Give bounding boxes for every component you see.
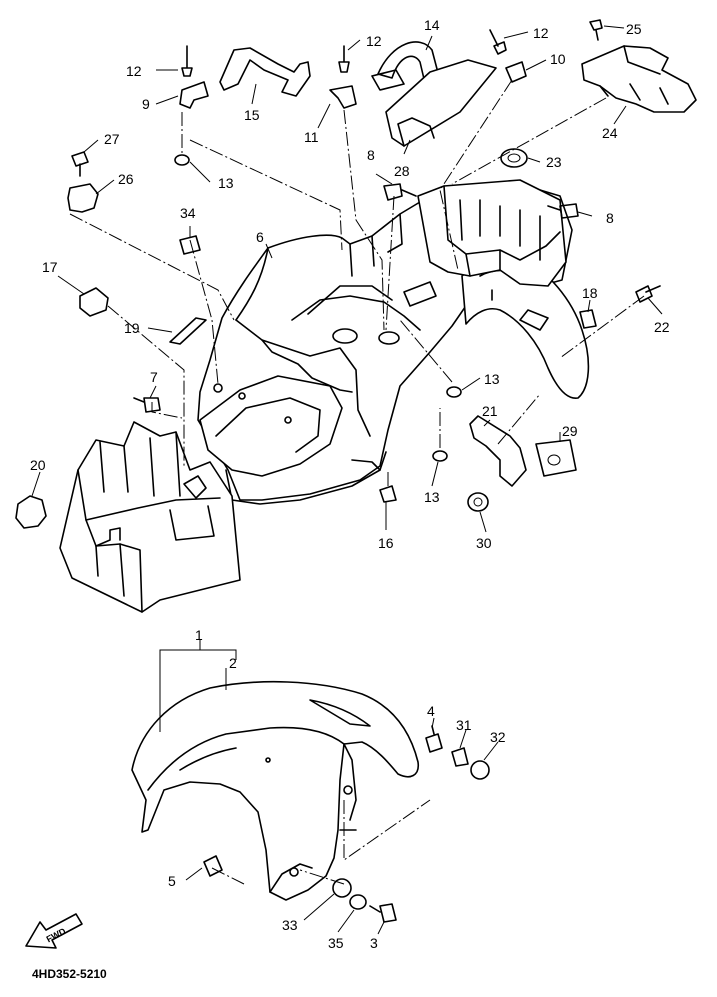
callout-26: 26 <box>118 171 134 187</box>
assembly-lines <box>69 79 645 885</box>
diagram-code: 4HD352-5210 <box>32 967 107 981</box>
callout-32: 32 <box>490 729 506 745</box>
callout-21: 21 <box>482 403 498 419</box>
bolt-8a-icon <box>383 183 417 201</box>
grommet-23 <box>500 148 528 168</box>
callout-12c: 12 <box>533 25 549 41</box>
bolt-4-icon <box>425 725 443 753</box>
grommet-34 <box>179 235 201 255</box>
callout-34: 34 <box>180 205 196 221</box>
collar-31 <box>451 747 469 767</box>
callout-24: 24 <box>602 125 618 141</box>
callout-13b: 13 <box>484 371 500 387</box>
front-fender <box>131 680 420 901</box>
callout-18: 18 <box>582 285 598 301</box>
callout-3: 3 <box>370 935 378 951</box>
bracket-24 <box>581 45 697 113</box>
rivet-12a-icon <box>181 45 193 77</box>
callout-9: 9 <box>142 96 150 112</box>
callout-2: 2 <box>229 655 237 671</box>
callout-17: 17 <box>42 259 58 275</box>
leader-lines <box>31 25 663 935</box>
callout-6: 6 <box>256 229 264 245</box>
callout-12b: 12 <box>366 33 382 49</box>
clamp-20 <box>15 495 47 529</box>
clamp-9 <box>179 81 209 109</box>
rivet-12b-icon <box>338 45 350 73</box>
washer-35 <box>349 894 367 910</box>
fwd-arrow-icon: FWD <box>25 913 83 949</box>
grommet-13a <box>174 154 190 166</box>
rivet-12c-icon <box>489 29 507 55</box>
nut-16 <box>379 485 397 503</box>
callout-13c: 13 <box>424 489 440 505</box>
grommet-13c <box>432 450 448 462</box>
bolt-3-icon <box>369 903 397 923</box>
callout-16: 16 <box>378 535 394 551</box>
bracket-21 <box>469 415 527 487</box>
strip-19 <box>169 317 207 345</box>
callout-28: 28 <box>394 163 410 179</box>
callout-labels: 1 2 3 4 5 6 7 8 8 9 10 11 12 12 12 13 13… <box>30 17 670 951</box>
grommet-18 <box>579 309 597 329</box>
callout-13a: 13 <box>218 175 234 191</box>
strap-15 <box>219 47 311 97</box>
callout-10: 10 <box>550 51 566 67</box>
callout-12a: 12 <box>126 63 142 79</box>
bolt-7-icon <box>133 397 161 413</box>
callout-23: 23 <box>546 154 562 170</box>
callout-19: 19 <box>124 320 140 336</box>
callout-30: 30 <box>476 535 492 551</box>
pad-28 <box>385 59 497 147</box>
callout-27: 27 <box>104 131 120 147</box>
screw-25-icon <box>589 19 603 41</box>
callout-1: 1 <box>195 627 203 643</box>
callout-7: 7 <box>150 369 158 385</box>
callout-33: 33 <box>282 917 298 933</box>
rivet-22-icon <box>635 285 661 303</box>
callout-8a: 8 <box>367 147 375 163</box>
clamp-26 <box>67 183 99 213</box>
collar-33 <box>332 878 352 898</box>
clamp-11 <box>329 85 357 109</box>
callout-4: 4 <box>427 703 435 719</box>
callout-5: 5 <box>168 873 176 889</box>
block-17 <box>79 287 109 317</box>
callout-8b: 8 <box>606 210 614 226</box>
callout-31: 31 <box>456 717 472 733</box>
washer-30 <box>467 492 489 512</box>
battery-box <box>59 421 241 613</box>
callout-20: 20 <box>30 457 46 473</box>
rear-fender <box>197 179 590 505</box>
bolt-27-icon <box>71 151 89 177</box>
callout-35: 35 <box>328 935 344 951</box>
callout-14: 14 <box>424 17 440 33</box>
callout-11: 11 <box>304 129 319 145</box>
callout-29: 29 <box>562 423 578 439</box>
callout-25: 25 <box>626 21 642 37</box>
callout-22: 22 <box>654 319 670 335</box>
grommet-13b <box>446 386 462 398</box>
grommet-5 <box>203 855 223 877</box>
pad-29 <box>535 439 577 477</box>
clamp-10 <box>505 61 527 83</box>
washer-32 <box>470 760 490 780</box>
bolt-8b-icon <box>547 203 579 219</box>
callout-15: 15 <box>244 107 260 123</box>
